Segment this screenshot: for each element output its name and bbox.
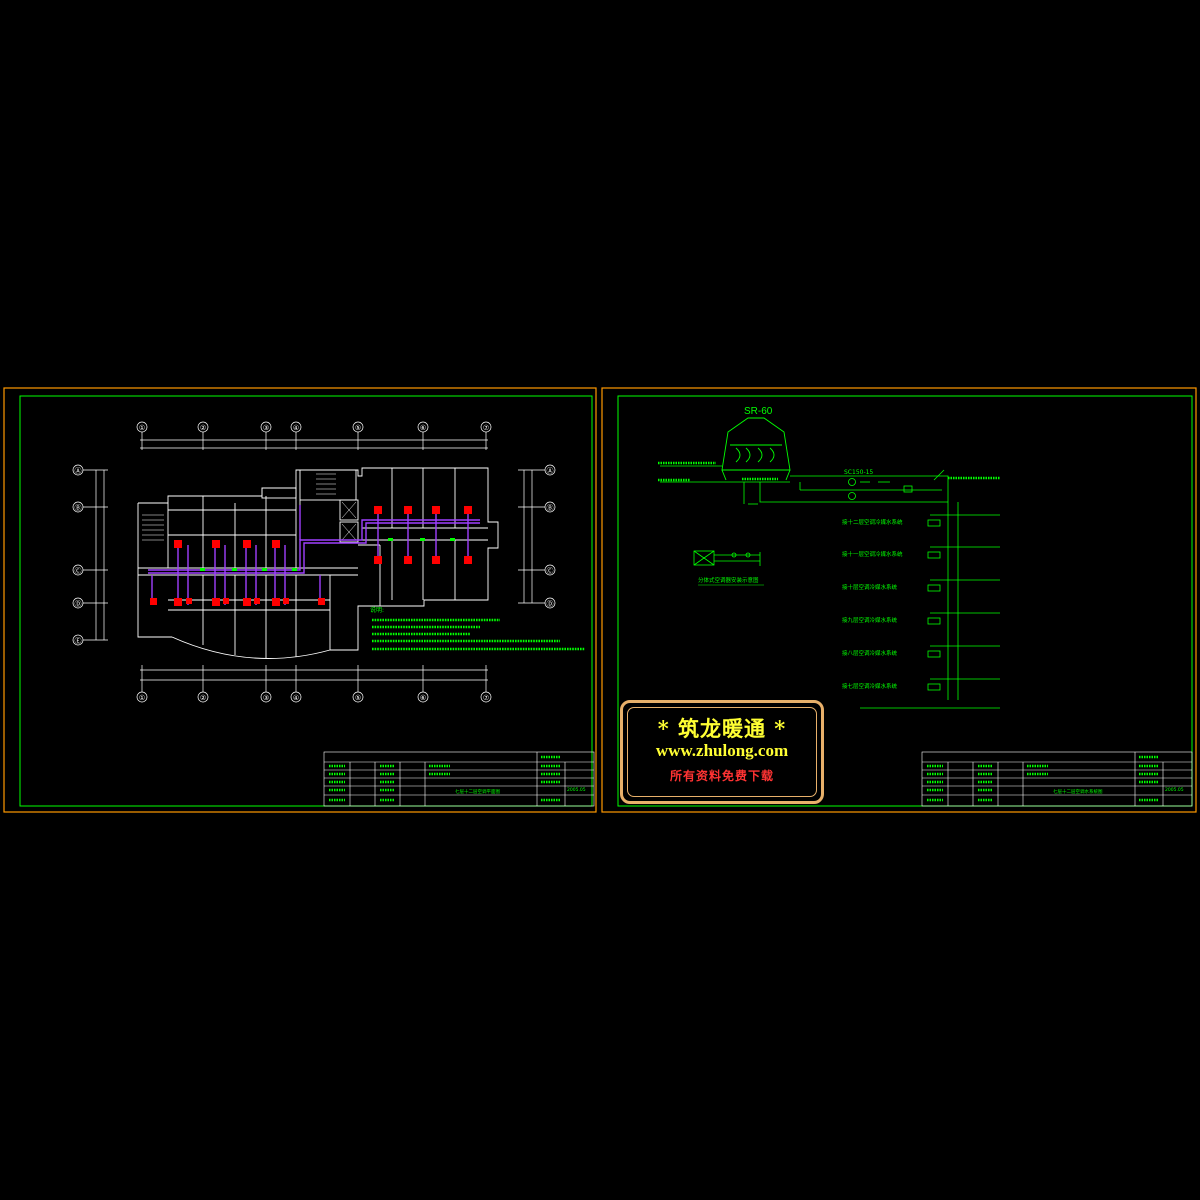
badge-url: www.zhulong.com (655, 741, 789, 760)
bottom-axis-label: ⑥ (420, 694, 426, 702)
top-axis-label: ① (139, 424, 145, 432)
branch-label-12: 接十二层空调冷媒水系统 (842, 518, 903, 526)
top-axis-label: ② (200, 424, 206, 432)
top-axis-label: ⑥ (420, 424, 426, 432)
right-drawing-title: 七层十二层空调水系统图 (1053, 788, 1103, 795)
right-title-block-fill (927, 755, 1158, 802)
split-ac-detail (693, 550, 761, 566)
right-sheet-frame (617, 395, 1193, 807)
bottom-axis-labels: ① ② ③ ④ ⑤ ⑥ ⑦ (139, 694, 489, 702)
branch-label-9: 接九层空调冷媒水系统 (842, 616, 898, 624)
right-axis-label: Ⓐ (547, 467, 554, 475)
right-axis-label: Ⓓ (547, 600, 554, 608)
chilled-water-pipes (148, 505, 480, 605)
notes-heading: 说明: (370, 606, 384, 614)
left-drawing-title: 七层十二层空调平面图 (455, 788, 500, 795)
right-axis-label: Ⓒ (547, 567, 554, 575)
left-title-block-fill (329, 755, 560, 802)
left-title-block (323, 751, 595, 807)
right-axis-labels: Ⓐ Ⓑ Ⓒ Ⓓ (547, 467, 554, 608)
badge-subtitle: 所有资料免费下载 (669, 769, 774, 783)
top-axis-label: ④ (293, 424, 299, 432)
cooling-tower-label: SR-60 (744, 406, 773, 417)
pump-label: SC150-15 (844, 469, 873, 476)
right-annotations (658, 461, 1000, 482)
left-sheet-frame (19, 395, 593, 807)
badge-title: * 筑龙暖通 * (657, 716, 787, 741)
pipe-size-tags (200, 538, 455, 571)
left-sheet: ① ② ③ ④ ⑤ ⑥ ⑦ ① ② ③ ④ ⑤ ⑥ ⑦ (3, 387, 597, 813)
pump-label-text: SC150-15 (844, 469, 873, 476)
left-axis-labels: Ⓐ Ⓑ Ⓒ Ⓓ Ⓔ (75, 467, 82, 645)
right-sheet: SR-60 SC150-15 (601, 387, 1197, 813)
water-system-piping (660, 465, 959, 700)
right-axis-label: Ⓑ (547, 504, 554, 512)
branch-label-7: 接七层空调冷媒水系统 (842, 682, 898, 690)
cooling-tower-icon (721, 417, 791, 481)
bottom-axis-label: ⑦ (483, 694, 489, 702)
top-axis-label: ③ (263, 424, 269, 432)
zhulong-watermark-badge: * 筑龙暖通 * www.zhulong.com 所有资料免费下载 (620, 700, 824, 804)
design-notes: 说明: (370, 606, 585, 651)
left-sheet-border (3, 387, 597, 813)
top-axis-label: ⑦ (483, 424, 489, 432)
fan-coil-units (150, 506, 472, 606)
top-axis-labels: ① ② ③ ④ ⑤ ⑥ ⑦ (139, 424, 489, 432)
system-branches (860, 514, 1000, 709)
right-title-block (921, 751, 1193, 807)
top-grid-axes (136, 421, 492, 450)
bottom-axis-label: ③ (263, 694, 269, 702)
right-sheet-border (601, 387, 1197, 813)
bottom-axis-label: ② (200, 694, 206, 702)
system-branch-labels: 接十二层空调冷媒水系统 接十一层空调冷媒水系统 接十层空调冷媒水系统 接九层空调… (842, 518, 903, 690)
branch-label-11: 接十一层空调冷媒水系统 (842, 550, 903, 558)
left-axis-label: Ⓓ (75, 600, 82, 608)
bottom-grid-axes (136, 665, 492, 703)
split-ac-caption: 分体式空调器安装示意图 (698, 576, 759, 584)
top-axis-label: ⑤ (355, 424, 361, 432)
right-drawing-date: 2005.05 (1165, 787, 1184, 793)
right-grid-axes (518, 464, 556, 609)
left-grid-axes (72, 464, 108, 646)
left-axis-label: Ⓑ (75, 504, 82, 512)
floor-plan-walls (137, 467, 499, 659)
badge-inner-border (627, 707, 817, 797)
stair-hatch (142, 473, 357, 541)
bottom-axis-label: ⑤ (355, 694, 361, 702)
branch-label-10: 接十层空调冷媒水系统 (842, 583, 898, 591)
bottom-axis-label: ④ (293, 694, 299, 702)
left-axis-label: Ⓔ (75, 637, 82, 645)
branch-label-8: 接八层空调冷媒水系统 (842, 649, 898, 657)
bottom-axis-label: ① (139, 694, 145, 702)
left-axis-label: Ⓐ (75, 467, 82, 475)
left-drawing-date: 2005.05 (567, 787, 586, 793)
left-axis-label: Ⓒ (75, 567, 82, 575)
